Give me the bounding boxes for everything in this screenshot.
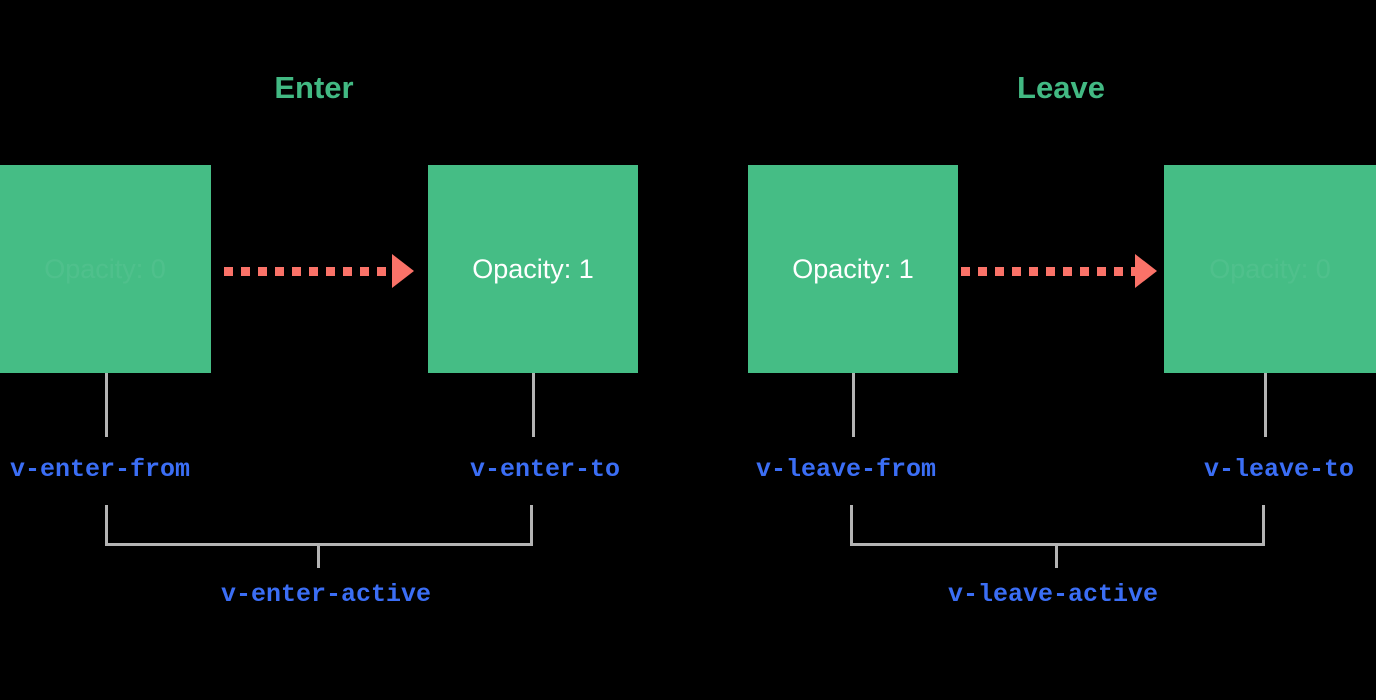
enter-bracket-left-arm <box>105 505 108 546</box>
enter-to-connector-line <box>532 373 535 437</box>
leave-to-box: Opacity: 0 <box>1164 165 1376 373</box>
enter-to-box-label: Opacity: 1 <box>472 253 594 284</box>
enter-from-box: Opacity: 0 <box>0 165 211 373</box>
enter-to-class-label: v-enter-to <box>469 455 620 484</box>
enter-from-class-label: v-enter-from <box>10 455 191 484</box>
enter-bracket-right-arm <box>530 505 533 546</box>
leave-bracket-stem <box>1055 543 1058 568</box>
enter-active-class-label: v-enter-active <box>220 580 432 609</box>
enter-to-box: Opacity: 1 <box>428 165 638 373</box>
leave-transition-arrow <box>961 254 1157 288</box>
leave-arrow-head-icon <box>1135 254 1157 288</box>
leave-from-class-label: v-leave-from <box>756 455 937 484</box>
leave-to-box-label: Opacity: 0 <box>1209 253 1331 284</box>
leave-arrow-dashed-line <box>961 266 1135 276</box>
enter-from-box-label: Opacity: 0 <box>44 253 166 284</box>
enter-bracket-stem <box>317 543 320 568</box>
enter-arrow-head-icon <box>392 254 414 288</box>
leave-from-box: Opacity: 1 <box>748 165 958 373</box>
leave-to-class-label: v-leave-to <box>1203 455 1354 484</box>
leave-section-title: Leave <box>1017 70 1105 105</box>
enter-from-connector-line <box>105 373 108 437</box>
leave-active-class-label: v-leave-active <box>947 580 1159 609</box>
leave-from-connector-line <box>852 373 855 437</box>
leave-to-connector-line <box>1264 373 1267 437</box>
enter-arrow-dashed-line <box>224 266 392 276</box>
enter-section-title: Enter <box>274 70 354 105</box>
leave-bracket-right-arm <box>1262 505 1265 546</box>
leave-from-box-label: Opacity: 1 <box>792 253 914 284</box>
enter-transition-arrow <box>224 254 414 288</box>
leave-bracket-left-arm <box>850 505 853 546</box>
